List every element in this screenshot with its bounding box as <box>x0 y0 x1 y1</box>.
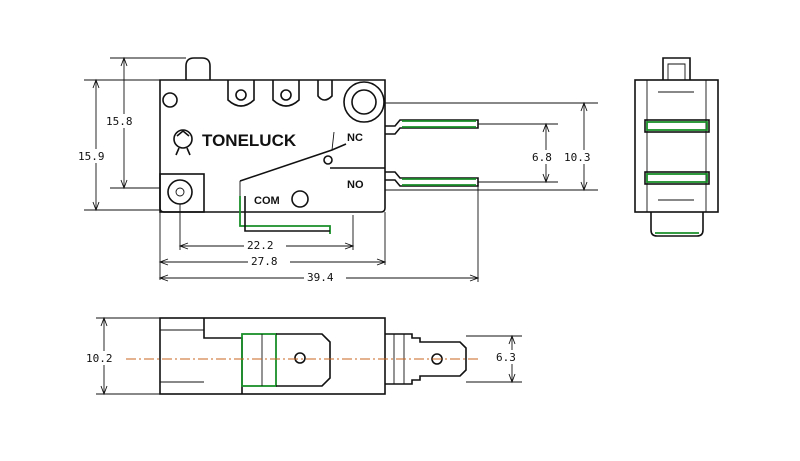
mounting-notch-left <box>227 80 255 107</box>
com-label: COM <box>254 195 280 207</box>
com-indicator-circle <box>291 190 309 208</box>
top-left-hole <box>162 92 178 108</box>
mounting-hole-right <box>343 81 385 123</box>
side-view-body <box>634 79 719 213</box>
bottom-view-body <box>159 317 386 395</box>
dim-39-4: 39.4 <box>307 271 334 284</box>
dim-15-8: 15.8 <box>106 115 133 128</box>
dim-10-3: 10.3 <box>564 151 591 164</box>
no-label: NO <box>347 179 364 191</box>
front-view-dimensions: 15.8 15.9 6.8 10.3 22.2 27.8 39.4 <box>76 56 602 284</box>
brand-logo-icon <box>173 129 193 149</box>
bottom-terminal-body <box>276 333 331 387</box>
dim-27-8: 27.8 <box>251 255 278 268</box>
mounting-hole-left-boss <box>159 173 205 213</box>
mounting-notch-right <box>272 80 300 107</box>
dim-bottom-10-2: 10.2 <box>86 352 113 365</box>
dim-15-9: 15.9 <box>78 150 105 163</box>
dim-6-8: 6.8 <box>532 151 552 164</box>
com-pin-outline <box>239 196 331 234</box>
side-view <box>634 57 719 237</box>
nc-label: NC <box>347 132 363 144</box>
dim-22-2: 22.2 <box>247 239 274 252</box>
brand-name: TONELUCK <box>202 131 297 150</box>
bottom-view <box>126 317 478 395</box>
dim-bottom-6-3: 6.3 <box>496 351 516 364</box>
mounting-hole-left <box>167 179 193 205</box>
bottom-view-dimensions: 10.2 6.3 <box>82 316 526 396</box>
bottom-terminal-tab <box>385 333 467 385</box>
actuator-button <box>185 57 211 80</box>
front-view: TONELUCK COM NC NO <box>159 57 479 234</box>
